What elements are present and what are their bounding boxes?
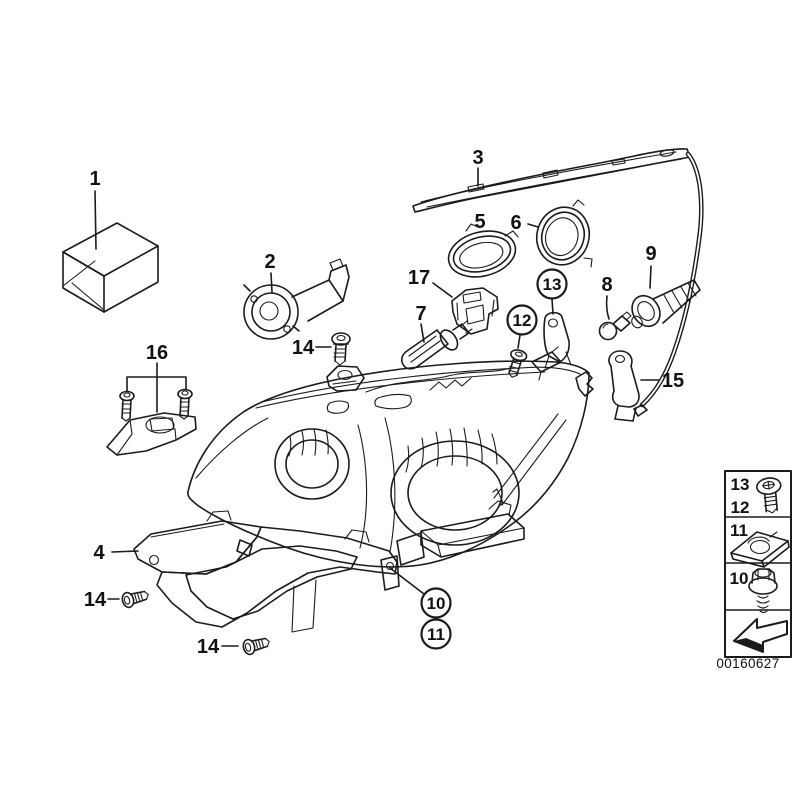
callout-10-label[interactable]: 10	[427, 594, 446, 613]
callout-6[interactable]: 6	[510, 212, 521, 234]
callout-11[interactable]: 11	[420, 618, 452, 650]
legend-label-11[interactable]: 11	[730, 521, 748, 540]
part-2-bulb-socket-drawing	[243, 258, 350, 340]
part-16-clamp-drawing	[106, 362, 197, 456]
legend-label-10[interactable]: 10	[730, 569, 749, 588]
diagram-code: 00160627	[716, 656, 779, 671]
part-1-box-drawing	[62, 190, 159, 313]
callout-10[interactable]: 10	[420, 587, 452, 619]
callout-13[interactable]: 13	[536, 268, 568, 300]
callout-1[interactable]: 1	[89, 168, 100, 190]
part-13-tab-drawing	[543, 298, 572, 369]
part-15-bracket-arm-drawing	[608, 350, 660, 422]
callout-4[interactable]: 4	[93, 542, 105, 564]
legend-box: 13 12 11 10	[724, 470, 792, 658]
part-4-support-frame-drawing	[111, 510, 400, 633]
callout-14-bottom[interactable]: 14	[197, 636, 220, 658]
callout-15[interactable]: 15	[662, 370, 684, 392]
callout-14-top[interactable]: 14	[292, 337, 315, 359]
part-12-screw-drawing	[508, 349, 528, 378]
pan-head-screw-icon	[756, 477, 782, 514]
hex-nut-stud-icon	[748, 568, 778, 614]
callout-14-left[interactable]: 14	[84, 589, 107, 611]
callout-8[interactable]: 8	[601, 274, 612, 296]
callout-12-label[interactable]: 12	[513, 311, 532, 330]
callout-17[interactable]: 17	[408, 267, 430, 289]
part-5-cover-cap-drawing	[447, 223, 519, 278]
direction-arrow-icon	[733, 618, 788, 653]
part-8-bulb-drawing	[598, 295, 632, 341]
part-3-trim-strip-drawing	[412, 148, 704, 417]
part-14-screw-bottom-drawing	[242, 637, 270, 656]
callout-7[interactable]: 7	[415, 303, 426, 325]
part-6-cover-cap-drawing	[527, 199, 593, 268]
callout-13-label[interactable]: 13	[543, 275, 562, 294]
callout-11-label[interactable]: 11	[427, 625, 445, 644]
speed-clip-nut-icon	[730, 531, 790, 568]
callout-3[interactable]: 3	[472, 147, 483, 169]
callout-2[interactable]: 2	[264, 251, 275, 273]
part-9-bulb-socket-drawing	[631, 265, 701, 329]
headlight-assembly-drawing	[187, 346, 594, 568]
legend-label-12[interactable]: 12	[731, 498, 750, 517]
legend-label-13[interactable]: 13	[731, 475, 750, 494]
callout-16[interactable]: 16	[146, 342, 168, 364]
part-14-screw-left-drawing	[121, 590, 149, 609]
part-17-bulb-holder-drawing	[432, 282, 499, 335]
callout-5[interactable]: 5	[474, 211, 485, 233]
callout-9[interactable]: 9	[645, 243, 656, 265]
part-14-screw-top-drawing	[315, 332, 365, 392]
callout-12[interactable]: 12	[506, 304, 538, 336]
